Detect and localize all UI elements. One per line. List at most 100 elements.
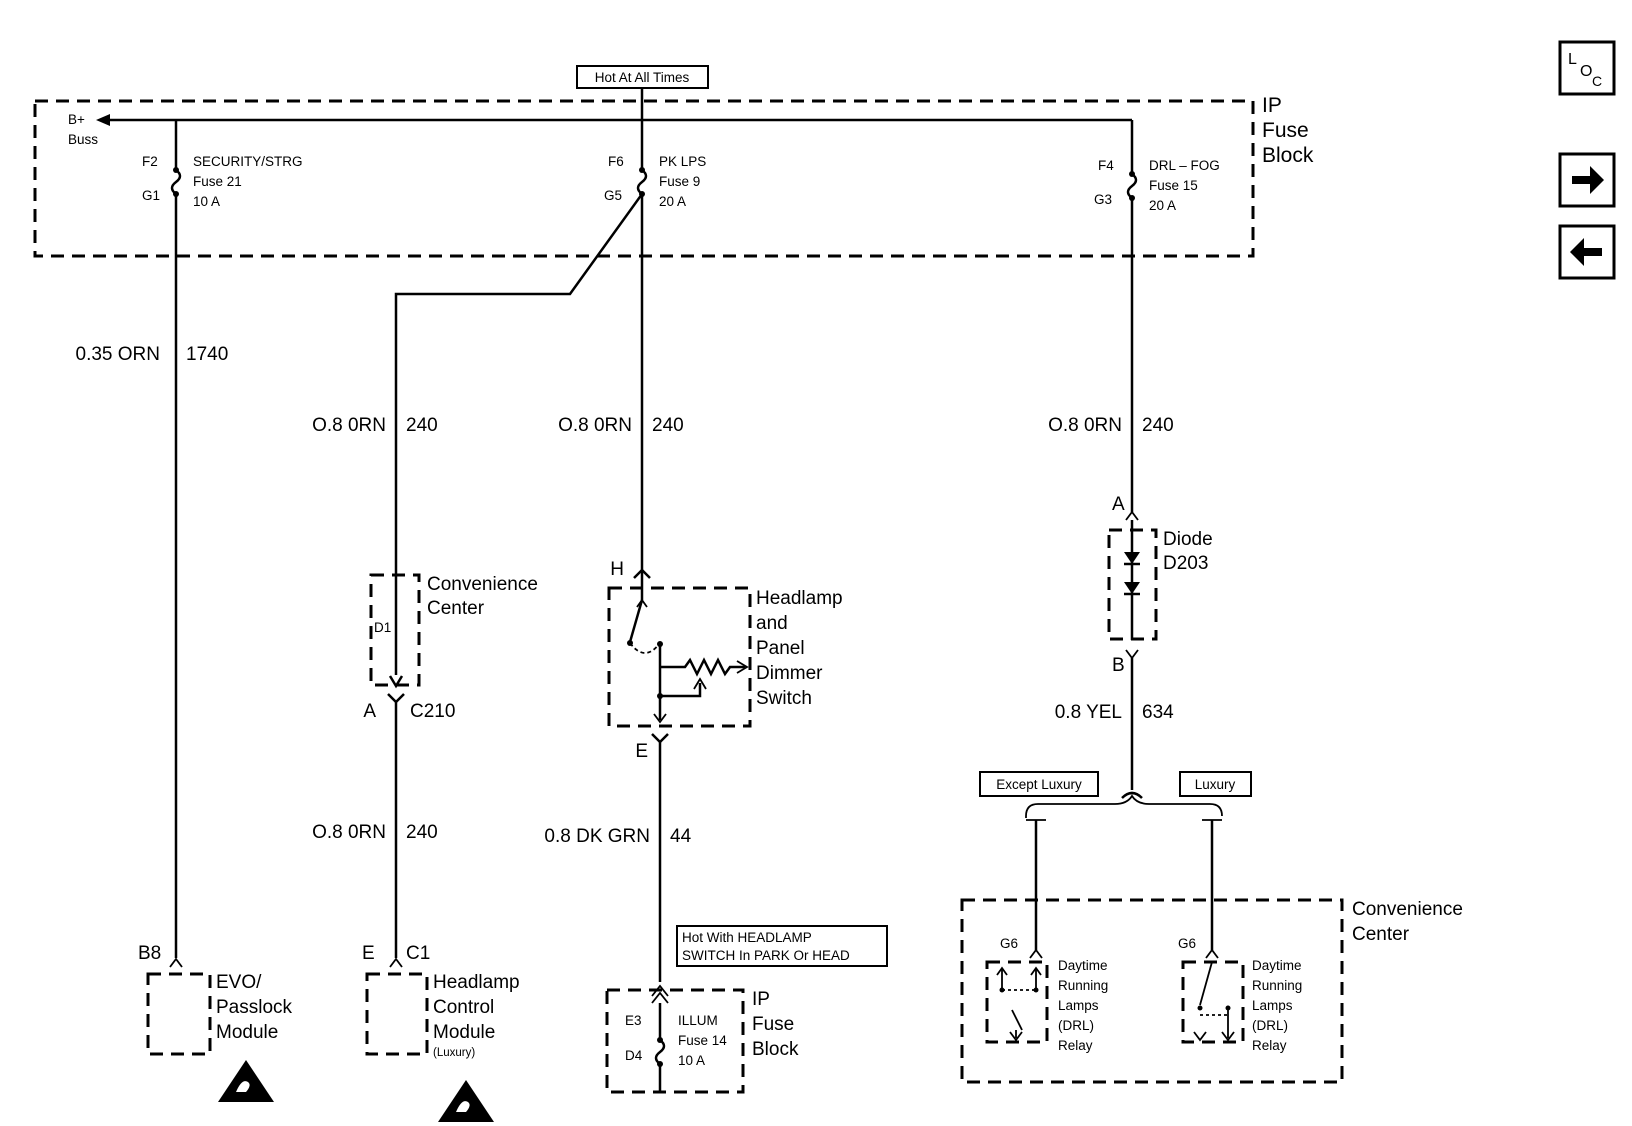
- headlamp-control-module: E C1 Headlamp Control Module (Luxury): [362, 943, 520, 1122]
- hot-at-all-times-text: Hot At All Times: [595, 70, 690, 85]
- wire-240c-color: O.8 0RN: [1048, 415, 1122, 436]
- hot-with-headlamp-line2: SWITCH In PARK Or HEAD: [682, 948, 850, 963]
- drl-relay-1-label-3: Lamps: [1058, 998, 1099, 1013]
- diode-pin-a: A: [1112, 494, 1125, 515]
- f4-name: DRL – FOG: [1149, 158, 1220, 173]
- b-plus-label: B+: [68, 112, 85, 127]
- drl-relay-1-label-4: (DRL): [1058, 1018, 1094, 1033]
- f4-top-pin: F4: [1098, 158, 1114, 173]
- drl-relay-2: G6 Daytime Running Lamps (DRL) Relay: [1178, 936, 1302, 1053]
- headlamp-switch-label-3: Panel: [756, 638, 805, 659]
- diode-label-2: D203: [1163, 553, 1208, 574]
- f4-rating: 20 A: [1149, 198, 1176, 213]
- ip-fuse-block-label-2: Fuse: [1262, 119, 1309, 142]
- wire-240c-circuit: 240: [1142, 415, 1174, 436]
- wire-44-circuit: 44: [670, 826, 692, 847]
- headlamp-switch-label-2: and: [756, 613, 788, 634]
- wire-634-color: 0.8 YEL: [1055, 702, 1122, 723]
- headlamp-switch: H Headlamp and Panel Dimmer Switch: [607, 559, 843, 728]
- drl-relay-2-label-2: Running: [1252, 978, 1302, 993]
- hot-with-headlamp-line1: Hot With HEADLAMP: [682, 930, 812, 945]
- convenience-center-bottom: Convenience Center G6 Daytime Running La…: [960, 898, 1463, 1084]
- fuse-f2: F2 G1 SECURITY/STRG Fuse 21 10 A: [142, 120, 303, 209]
- diode-pin-b: B: [1112, 655, 1125, 676]
- hcm-pin-e: E: [362, 943, 375, 964]
- hcm-note: (Luxury): [433, 1047, 475, 1059]
- c210-pin: A: [363, 701, 376, 722]
- illum-fuse-block: E3 D4 ILLUM Fuse 14 10 A IP Fuse Block: [605, 984, 799, 1094]
- loc-letter-l: L: [1568, 51, 1577, 68]
- illum-name: ILLUM: [678, 1013, 718, 1028]
- evo-pin: B8: [138, 943, 161, 964]
- f6-fuse: Fuse 9: [659, 174, 700, 189]
- option-split: Except Luxury Luxury: [979, 771, 1252, 950]
- except-luxury-label: Except Luxury: [996, 777, 1082, 792]
- conv-center-bottom-label-2: Center: [1352, 924, 1410, 945]
- wire-44-color: 0.8 DK GRN: [544, 826, 650, 847]
- drl-relay-1-label-5: Relay: [1058, 1038, 1093, 1053]
- drl-relay-2-label-5: Relay: [1252, 1038, 1287, 1053]
- wire-634-circuit: 634: [1142, 702, 1174, 723]
- drl-relay-1: G6 Daytime Running Lamps (DRL) Relay: [985, 936, 1108, 1053]
- evo-label-3: Module: [216, 1022, 278, 1043]
- f2-name: SECURITY/STRG: [193, 154, 303, 169]
- convenience-center-top: D1 Convenience Center: [369, 573, 538, 689]
- hcm-label-2: Control: [433, 997, 494, 1018]
- illum-rating: 10 A: [678, 1053, 705, 1068]
- esd-warning-icon: [218, 1060, 274, 1102]
- wire-1740-color: 0.35 ORN: [76, 344, 160, 365]
- esd-warning-icon: [438, 1080, 494, 1122]
- buss-arrow-icon: [96, 114, 110, 126]
- f2-fuse: Fuse 21: [193, 174, 242, 189]
- arrow-right-icon: [1572, 166, 1604, 194]
- hot-with-headlamp-label: Hot With HEADLAMP SWITCH In PARK Or HEAD: [676, 925, 888, 967]
- wire-240-branch: [394, 193, 644, 675]
- fuse-f4: F4 G3 DRL – FOG Fuse 15 20 A: [1094, 120, 1220, 213]
- ip-fuse-block-label-1: IP: [1262, 94, 1282, 117]
- f2-bottom-pin: G1: [142, 188, 160, 203]
- illum-bottom-pin: D4: [625, 1048, 643, 1063]
- headlamp-switch-pin-e: E: [635, 741, 648, 762]
- wire-240b-circuit: 240: [652, 415, 684, 436]
- evo-passlock-module: B8 EVO/ Passlock Module: [138, 943, 293, 1102]
- headlamp-switch-label-1: Headlamp: [756, 588, 843, 609]
- f6-name: PK LPS: [659, 154, 706, 169]
- wire-1740-circuit: 1740: [186, 344, 228, 365]
- loc-letter-o: O: [1580, 63, 1592, 80]
- wire-240b-color: O.8 0RN: [558, 415, 632, 436]
- previous-page-button[interactable]: [1558, 224, 1616, 280]
- headlamp-switch-label-4: Dimmer: [756, 663, 823, 684]
- hcm-pin-c1: C1: [406, 943, 430, 964]
- wire-240a-circuit: 240: [406, 415, 438, 436]
- f6-bottom-pin: G5: [604, 188, 622, 203]
- buss-label: Buss: [68, 132, 98, 147]
- conv-center-bottom-label-1: Convenience: [1352, 899, 1463, 920]
- hot-at-all-times-label: Hot At All Times: [576, 65, 709, 89]
- illum-block-label-3: Block: [752, 1039, 799, 1060]
- illum-fuse: Fuse 14: [678, 1033, 727, 1048]
- drl-relay-2-pin: G6: [1178, 936, 1196, 951]
- arrow-left-icon: [1570, 238, 1602, 266]
- evo-label-2: Passlock: [216, 997, 293, 1018]
- c210-connector: C210: [410, 701, 455, 722]
- f2-top-pin: F2: [142, 154, 158, 169]
- illum-block-label-1: IP: [752, 989, 770, 1010]
- diode-label-1: Diode: [1163, 529, 1213, 550]
- headlamp-switch-pin-h: H: [610, 559, 624, 580]
- wire-240a-color: O.8 0RN: [312, 415, 386, 436]
- location-button[interactable]: L O C: [1558, 40, 1616, 96]
- loc-letter-c: C: [1592, 73, 1602, 89]
- wire-240d-color: O.8 0RN: [312, 822, 386, 843]
- diode-d203: A Diode D203 B: [1107, 494, 1213, 676]
- conv-center-d1-pin: D1: [374, 620, 391, 635]
- conv-center-top-label-2: Center: [427, 598, 485, 619]
- hcm-label-3: Module: [433, 1022, 495, 1043]
- f2-rating: 10 A: [193, 194, 220, 209]
- f4-fuse: Fuse 15: [1149, 178, 1198, 193]
- illum-top-pin: E3: [625, 1013, 642, 1028]
- drl-relay-1-pin: G6: [1000, 936, 1018, 951]
- next-page-button[interactable]: [1558, 152, 1616, 208]
- headlamp-switch-label-5: Switch: [756, 688, 812, 709]
- drl-relay-2-label-3: Lamps: [1252, 998, 1293, 1013]
